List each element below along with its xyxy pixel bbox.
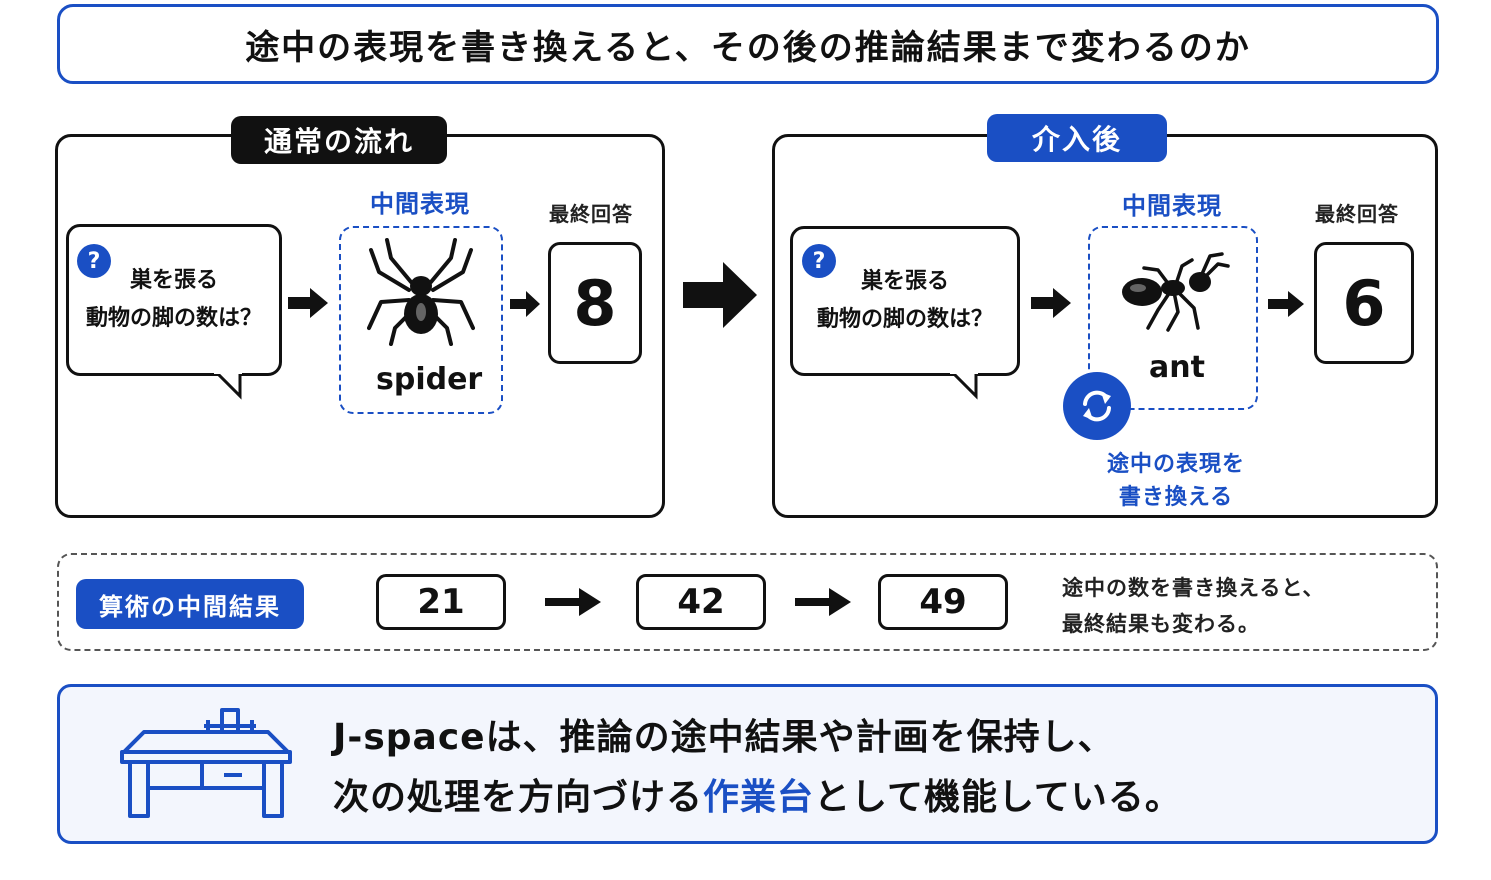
intermediate-value: 42	[636, 574, 766, 630]
title-box: 途中の表現を書き換えると、その後の推論結果まで変わるのか	[57, 4, 1439, 84]
summary-text: J-spaceは、推論の途中結果や計画を保持し、 次の処理を方向づける作業台とし…	[333, 708, 1182, 828]
final-label: 最終回答	[549, 202, 633, 226]
intermediate-value: 21	[376, 574, 506, 630]
normal-flow-tag: 通常の流れ	[231, 116, 447, 164]
intervened-flow-tag: 介入後	[987, 114, 1167, 162]
arrow-right-icon	[795, 588, 853, 620]
mid-label: 中間表現	[1122, 192, 1222, 220]
mid-word: spider	[376, 362, 483, 397]
summary-highlight: 作業台	[703, 777, 815, 818]
big-arrow-right-icon	[683, 262, 759, 332]
arrow-right-icon	[545, 588, 603, 620]
question-bubble: 巣を張る 動物の脚の数は？	[790, 226, 1020, 376]
intermediate-value: 49	[878, 574, 1008, 630]
question-icon: ?	[77, 244, 111, 278]
arithmetic-row	[57, 553, 1438, 651]
arrow-right-icon	[288, 286, 330, 320]
summary-line2-after: として機能している。	[814, 777, 1182, 818]
arrow-right-icon	[1268, 290, 1306, 318]
page-title: 途中の表現を書き換えると、その後の推論結果まで変わるのか	[245, 27, 1251, 68]
question-icon: ?	[802, 244, 836, 278]
mid-representation-box	[339, 226, 503, 414]
bubble-tail	[950, 372, 978, 400]
rewrite-caption: 途中の表現を 書き換える	[1094, 448, 1258, 514]
final-answer: 6	[1314, 242, 1414, 364]
arithmetic-tag: 算術の中間結果	[76, 579, 304, 629]
rewrite-line1: 途中の表現を	[1106, 452, 1245, 477]
workbench-icon	[118, 706, 294, 826]
question-line2: 動物の脚の数は？	[85, 306, 262, 331]
bubble-tail	[214, 372, 242, 400]
mid-label: 中間表現	[370, 190, 470, 218]
rewrite-line2: 書き換える	[1118, 485, 1234, 510]
final-answer: 8	[548, 242, 642, 364]
refresh-icon	[1063, 372, 1131, 440]
summary-line1: J-spaceは、推論の途中結果や計画を保持し、	[333, 717, 1115, 758]
note-line1: 途中の数を書き換えると、	[1062, 576, 1325, 600]
spider-icon	[367, 238, 475, 350]
arrow-right-icon	[510, 290, 542, 318]
arrow-right-icon	[1031, 286, 1073, 320]
mid-word: ant	[1149, 350, 1205, 385]
question-line1: 巣を張る	[860, 269, 949, 294]
question-line2: 動物の脚の数は？	[816, 307, 993, 332]
note-line2: 最終結果も変わる。	[1062, 612, 1260, 636]
ant-icon	[1118, 252, 1230, 336]
summary-line2: 次の処理を方向づける作業台として機能している。	[333, 768, 1182, 828]
final-label: 最終回答	[1315, 202, 1399, 226]
question-line1: 巣を張る	[129, 268, 218, 293]
mid-representation-box	[1088, 226, 1258, 410]
arithmetic-note: 途中の数を書き換えると、 最終結果も変わる。	[1062, 570, 1325, 642]
summary-line2-before: 次の処理を方向づける	[333, 777, 704, 818]
